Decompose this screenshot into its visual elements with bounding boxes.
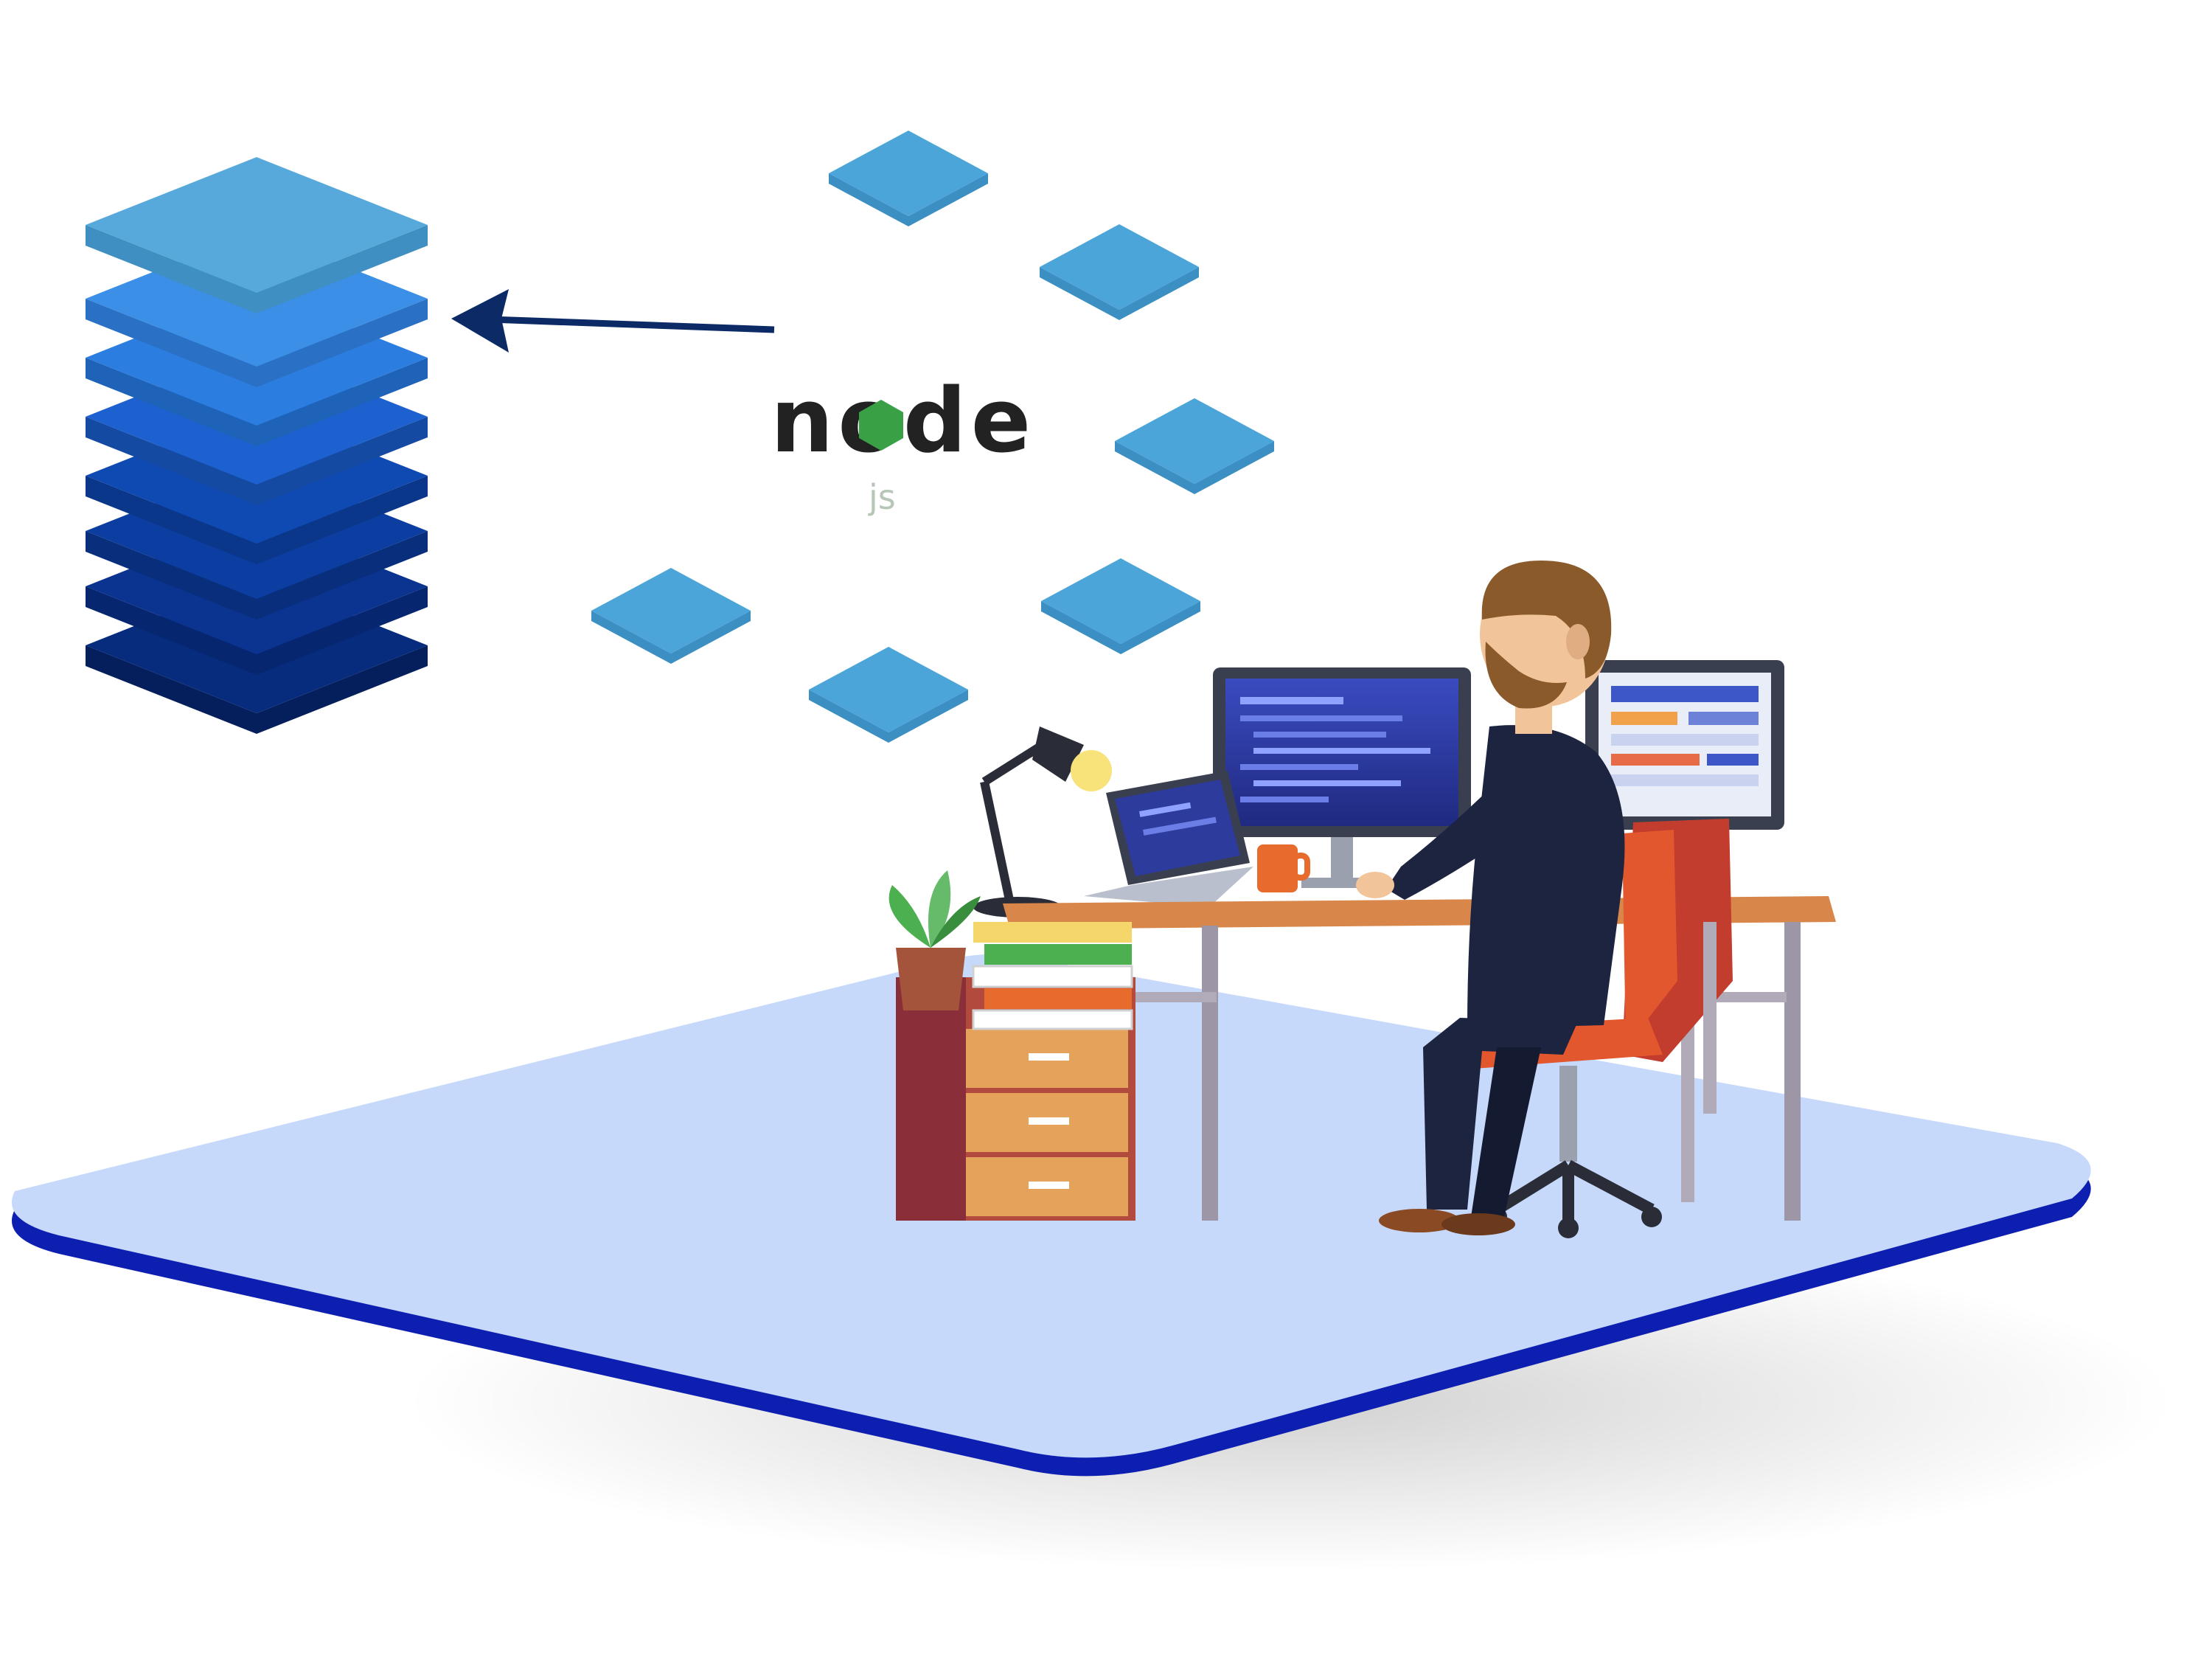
floating-tile <box>1041 558 1200 644</box>
floating-tile-side <box>1115 441 1274 494</box>
floating-tile-side <box>1041 601 1200 654</box>
floating-tile-side <box>829 173 988 226</box>
arrow-left-icon <box>451 289 775 353</box>
stack-layer-side <box>86 299 428 387</box>
stack-layer <box>86 157 428 293</box>
stack-layer-side <box>86 225 428 313</box>
floating-tile <box>809 647 968 732</box>
floating-tile <box>591 568 751 653</box>
floating-tiles <box>591 131 1274 743</box>
stack-layer-side <box>86 645 428 734</box>
book-pile <box>972 922 1133 1030</box>
nodejs-hexagon-icon <box>859 400 903 451</box>
floating-tile <box>1040 224 1199 310</box>
desk-lamp <box>973 726 1112 917</box>
stack-layer-side <box>86 476 428 564</box>
floating-tile <box>1115 398 1274 484</box>
developer-person <box>1356 561 1625 1235</box>
floating-tile <box>829 131 988 216</box>
stack-layer-side <box>86 358 428 446</box>
potted-plant <box>888 870 981 1010</box>
database-stack-icon <box>86 157 428 734</box>
monitor-main <box>1213 667 1471 888</box>
stack-layer-side <box>86 417 428 505</box>
developer-at-desk-illustration <box>888 561 1836 1238</box>
floating-tile-side <box>591 611 751 664</box>
stack-layer-side <box>86 531 428 620</box>
coffee-mug <box>1257 844 1310 892</box>
floating-tile-side <box>809 690 968 743</box>
stack-layer-side <box>86 586 428 675</box>
nodejs-logo-suffix: js <box>868 477 896 517</box>
laptop <box>1084 771 1253 907</box>
floating-tile-side <box>1040 267 1199 320</box>
nodejs-logo: node js <box>771 370 1031 517</box>
